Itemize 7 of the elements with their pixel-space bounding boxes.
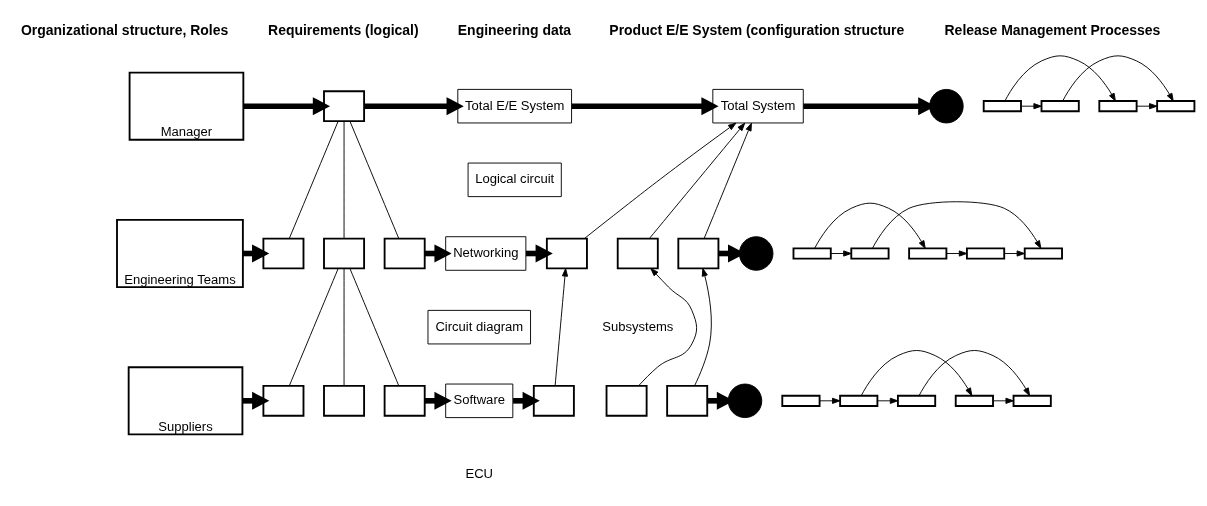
label: Subsystems [602, 318, 674, 334]
label: Engineering data [457, 21, 572, 38]
label: ECU [465, 465, 494, 481]
label: Requirements (logical) [268, 21, 419, 38]
label: Release Management Processes [944, 21, 1161, 38]
label: Product E/E System (configuration structure [609, 21, 905, 38]
label: Organizational structure, Roles [20, 21, 229, 38]
